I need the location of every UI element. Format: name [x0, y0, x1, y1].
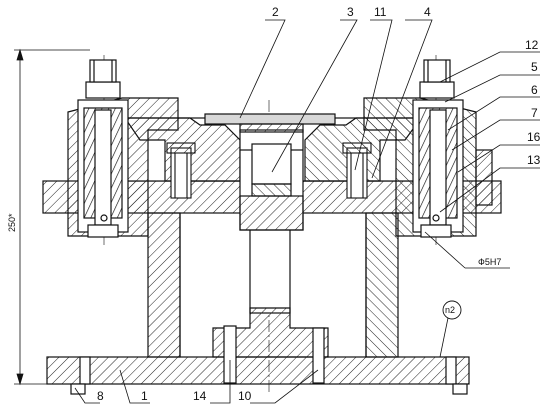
callout-10: 10	[238, 389, 252, 403]
callout-4: 4	[424, 5, 431, 19]
n2-marker-circle	[442, 300, 462, 320]
callout-16: 16	[527, 130, 541, 144]
callout-5: 5	[531, 60, 538, 74]
callout-13: 13	[527, 153, 541, 167]
center-post	[212, 227, 329, 384]
height-dimension	[14, 48, 90, 386]
guide-pins	[166, 142, 372, 199]
callout-8: 8	[97, 389, 104, 403]
center-bushing	[239, 129, 304, 231]
callout-3: 3	[347, 5, 354, 19]
callout-11: 11	[374, 5, 387, 19]
callout-14: 14	[193, 389, 207, 403]
callout-12: 12	[525, 38, 539, 52]
base-plate	[46, 356, 470, 395]
right-clamp-assembly	[363, 59, 493, 238]
callout-7: 7	[531, 106, 538, 120]
callout-1: 1	[141, 389, 148, 403]
leader-lines	[74, 19, 540, 404]
left-clamp-assembly	[67, 59, 179, 238]
callout-6: 6	[531, 83, 538, 97]
top-disc	[204, 113, 336, 133]
n2-marker-text: n2	[445, 305, 455, 315]
tolerance-note: Ф5Н7	[478, 257, 501, 267]
callout-2: 2	[272, 5, 279, 19]
dimension-250-text: 250*	[7, 213, 17, 232]
support-columns	[147, 212, 399, 358]
